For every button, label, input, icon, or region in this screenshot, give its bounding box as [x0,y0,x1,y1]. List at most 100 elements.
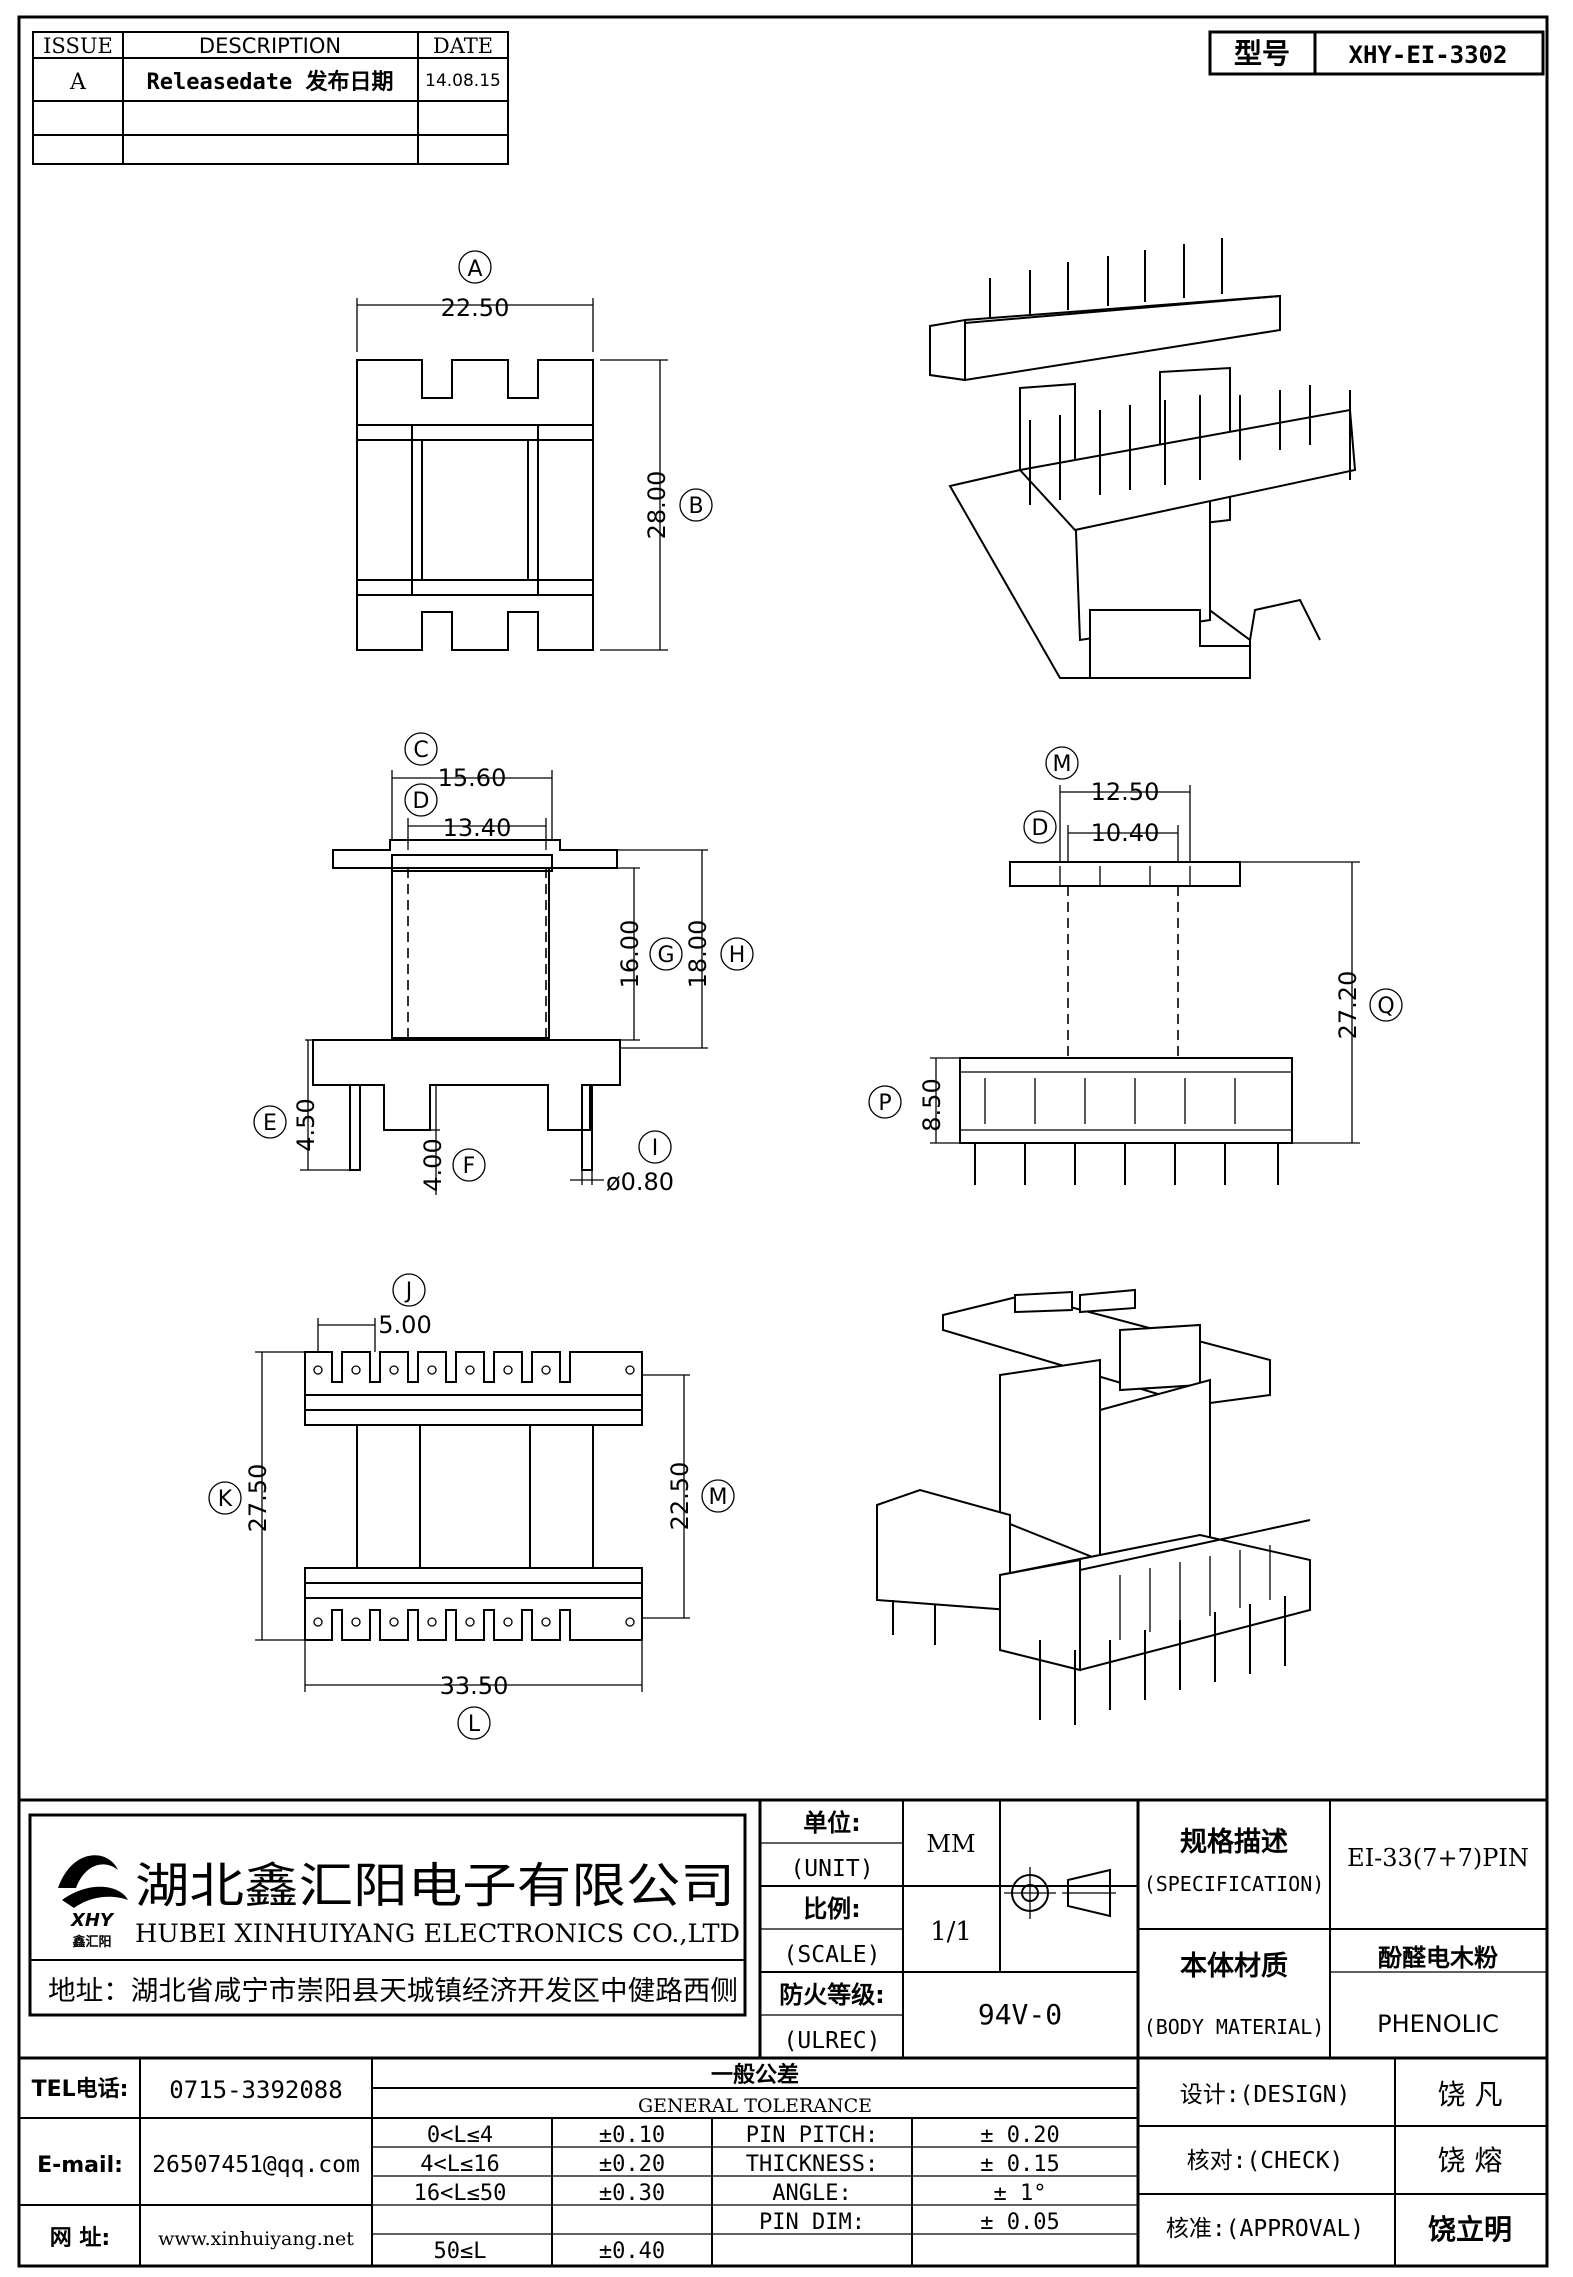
company-logo: XHY 鑫汇阳 [58,1855,128,1950]
spec-label-en: (SPECIFICATION) [1144,1872,1325,1896]
approval-label: 核准:(APPROVAL) [1166,2216,1364,2242]
web-label: 网 址: [50,2226,110,2251]
material-value-cn: 酚醛电木粉 [1378,1944,1498,1972]
callout-H [720,937,754,971]
model-value: XHY-EI-3302 [1349,41,1508,69]
dim-F-value: 4.00 [419,1138,447,1191]
dim-M-bottom-value: 22.50 [666,1462,694,1531]
tol-range-2: 16<L≤50 [414,2181,507,2206]
scale-value: 1/1 [930,1917,972,1947]
company-address: 地址：湖北省咸宁市崇阳县天城镇经济开发区中健路西侧 [48,1976,738,2007]
email-label: E-mail: [37,2153,123,2178]
tol-item-1: THICKNESS: [746,2152,878,2177]
tol-value-3: ±0.40 [599,2239,665,2264]
unit-label-cn: 单位: [803,1809,861,1837]
callout-Q [1369,988,1403,1022]
sheet-border [17,15,1549,2268]
dim-D-value: 13.40 [443,814,512,842]
tolerance-title-en: GENERAL TOLERANCE [638,2095,872,2117]
web-value: www.xinhuiyang.net [158,2228,354,2250]
dim-C-value: 15.60 [438,764,507,792]
tol-item-2: ANGLE: [772,2181,851,2206]
logo-text: XHY [70,1910,115,1931]
tolerance-title-cn: 一般公差 [711,2062,799,2088]
design-label: 设计:(DESIGN) [1180,2082,1351,2108]
dim-A-value: 22.50 [441,294,510,322]
dim-J-value: 5.00 [378,1311,431,1339]
tol-item-value-2: ± 1° [994,2181,1047,2206]
bottom-strip: TEL电话: 0715-3392088 E-mail: 26507451@qq.… [19,2058,1547,2266]
dim-P-value: 8.50 [918,1078,946,1131]
callout-C [404,732,438,766]
rev-header-description: DESCRIPTION [199,34,341,58]
rev-header-date: DATE [433,34,493,58]
callout-M-bottom-label: M [709,1485,728,1510]
front-view: 15.60 C 13.40 D 16.00 G 18.00 H 4.50 E 4… [253,732,754,1196]
callout-P [868,1085,902,1119]
rev-row-issue: A [69,70,87,95]
scale-label-en: (SCALE) [784,1942,881,1968]
callout-K [208,1481,242,1515]
fire-label-en: (ULREC) [784,2028,881,2054]
rev-header-issue: ISSUE [43,34,113,58]
callout-B-label: B [688,494,703,519]
callout-B [679,488,713,522]
tol-value-2: ±0.30 [599,2181,665,2206]
tol-item-0: PIN PITCH: [746,2123,878,2148]
callout-D-side-label: D [1032,816,1049,841]
callout-M-side [1045,746,1079,780]
design-name: 饶 凡 [1438,2078,1503,2111]
dim-M-side-value: 12.50 [1091,778,1160,806]
callout-L-label: L [468,1712,481,1737]
logo-sub: 鑫汇阳 [71,1934,111,1950]
tol-range-0: 0<L≤4 [427,2123,493,2148]
fire-label-cn: 防火等级: [779,1981,885,2009]
tol-item-value-0: ± 0.20 [980,2123,1059,2148]
spec-label-cn: 规格描述 [1180,1827,1288,1858]
tol-range-1: 4<L≤16 [420,2152,499,2177]
tol-value-0: ±0.10 [599,2123,665,2148]
callout-H-label: H [729,943,746,968]
check-label: 核对:(CHECK) [1187,2148,1344,2174]
dim-I-value: ø0.80 [606,1168,674,1196]
scale-label-cn: 比例: [803,1895,861,1923]
model-label: 型号 [1234,37,1290,70]
tol-range-3: 50≤L [434,2239,487,2264]
callout-E-label: E [263,1111,277,1136]
check-name: 饶 熔 [1438,2144,1503,2177]
rev-row-description: Releasedate 发布日期 [147,69,394,95]
tol-item-value-1: ± 0.15 [980,2152,1059,2177]
tol-value-1: ±0.20 [599,2152,665,2177]
approval-name: 饶立明 [1428,2213,1512,2246]
callout-G-label: G [657,943,674,968]
email-value: 26507451@qq.com [152,2152,360,2178]
rev-row-date: 14.08.15 [425,71,501,91]
projection-symbol [1004,1867,1116,1919]
top-view: 22.50 A 28.00 B [356,250,713,651]
callout-K-label: K [218,1487,233,1512]
iso-assembled-view [876,1288,1311,1725]
unit-value: MM [926,1830,975,1858]
callout-E [253,1105,287,1139]
tol-item-value-3: ± 0.05 [980,2210,1059,2235]
callout-L [457,1706,491,1740]
material-label-en: (BODY MATERIAL) [1144,2015,1325,2039]
bottom-view: 5.00 J 27.50 K 22.50 M 33.50 L [208,1273,735,1740]
callout-M-side-label: M [1053,752,1072,777]
dim-E-value: 4.50 [292,1098,320,1151]
callout-I-label: I [652,1136,659,1161]
callout-G [649,937,683,971]
company-name-en: HUBEI XINHUIYANG ELECTRONICS CO.,LTD [135,1919,740,1948]
callout-A [458,250,492,284]
dim-K-value: 27.50 [244,1464,272,1533]
iso-exploded-view [929,238,1357,679]
spec-value: EI-33(7+7)PIN [1347,1844,1529,1872]
tel-label: TEL电话: [32,2077,129,2102]
side-view: 12.50 M 10.40 D 27.20 Q 8.50 P [868,746,1403,1185]
tel-value: 0715-3392088 [169,2076,342,2104]
callout-J [392,1273,426,1307]
callout-P-label: P [878,1091,891,1116]
material-label-cn: 本体材质 [1180,1951,1288,1982]
callout-A-label: A [467,257,482,282]
